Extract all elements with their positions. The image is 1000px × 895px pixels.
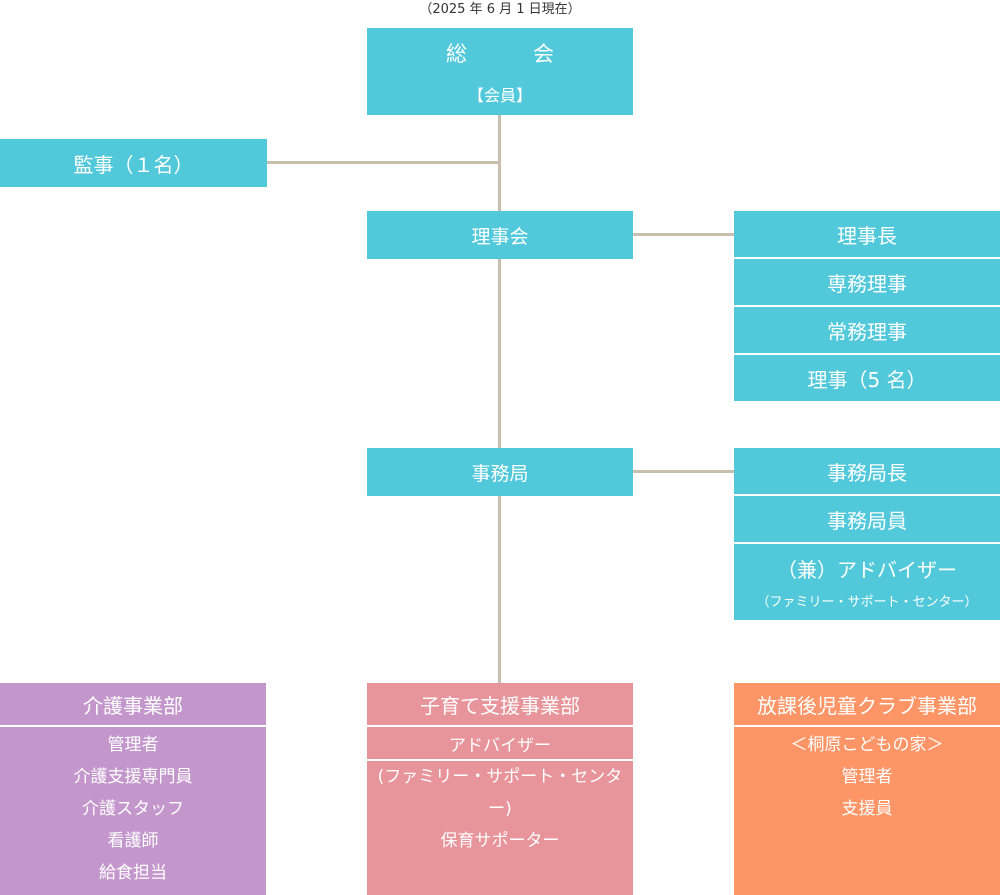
afterschool-department: 放課後児童クラブ事業部 ＜桐原こどもの家＞ 管理者 支援員 xyxy=(734,683,1000,895)
care-department: 介護事業部 管理者 介護支援専門員 介護スタッフ 看護師 給食担当 xyxy=(0,683,266,895)
general-assembly-title-char-1: 総 xyxy=(446,41,467,66)
officer-chairman: 理事長 xyxy=(734,211,1000,257)
list-item: 看護師 xyxy=(107,831,159,851)
general-assembly-box: 総会 【会員】 xyxy=(367,28,633,115)
staff-advisor-label: （兼）アドバイザー xyxy=(777,558,957,582)
connector-staff xyxy=(633,470,734,473)
staff-advisor-sub: （ファミリー・サポート・センター） xyxy=(756,595,978,610)
list-item: 保育サポーター xyxy=(440,831,560,851)
care-department-title: 介護事業部 xyxy=(83,693,183,718)
list-item: 管理者 xyxy=(841,767,893,787)
afterschool-department-divider xyxy=(734,725,1000,727)
list-item: 支援員 xyxy=(841,799,893,819)
list-item: (ファミリー・サポート・センター) xyxy=(377,767,623,819)
list-item: 介護スタッフ xyxy=(82,799,184,819)
childcare-department-items: (ファミリー・サポート・センター) 保育サポーター xyxy=(367,761,633,857)
officer-managing-director: 常務理事 xyxy=(734,307,1000,353)
childcare-department-advisor: アドバイザー xyxy=(449,735,551,756)
list-item: ＜桐原こどもの家＞ xyxy=(790,735,944,755)
connector-kanji xyxy=(267,161,500,164)
afterschool-department-items: ＜桐原こどもの家＞ 管理者 支援員 xyxy=(734,727,1000,825)
officers-stack: 理事長 専務理事 常務理事 理事（5 名） xyxy=(734,211,1000,401)
afterschool-department-title: 放課後児童クラブ事業部 xyxy=(757,693,977,718)
list-item: 介護支援専門員 xyxy=(73,767,193,787)
general-assembly-title: 総会 xyxy=(446,38,554,68)
staff-secretary-general: 事務局長 xyxy=(734,448,1000,494)
officer-directors: 理事（5 名） xyxy=(734,355,1000,401)
secretariat-box: 事務局 xyxy=(367,448,633,496)
date-note: （2025 年 6 月 1 日現在） xyxy=(419,2,581,17)
secretariat-staff-stack: 事務局長 事務局員 （兼）アドバイザー （ファミリー・サポート・センター） xyxy=(734,448,1000,620)
officer-executive-director: 専務理事 xyxy=(734,259,1000,305)
care-department-divider xyxy=(0,725,266,727)
list-item: 管理者 xyxy=(107,735,159,755)
childcare-department-title: 子育て支援事業部 xyxy=(420,693,580,718)
connector-officers xyxy=(633,233,734,236)
auditor-box: 監事（１名） xyxy=(0,139,267,187)
board-box: 理事会 xyxy=(367,211,633,259)
staff-advisor: （兼）アドバイザー （ファミリー・サポート・センター） xyxy=(734,544,1000,620)
general-assembly-title-char-2: 会 xyxy=(533,41,554,66)
childcare-department: 子育て支援事業部 アドバイザー (ファミリー・サポート・センター) 保育サポータ… xyxy=(367,683,633,895)
staff-secretariat-member: 事務局員 xyxy=(734,496,1000,542)
connector-main-lower xyxy=(498,496,501,683)
list-item: 給食担当 xyxy=(99,863,167,883)
general-assembly-sub: 【会員】 xyxy=(467,85,532,105)
care-department-items: 管理者 介護支援専門員 介護スタッフ 看護師 給食担当 xyxy=(0,727,266,889)
childcare-department-divider xyxy=(367,725,633,727)
childcare-department-divider-2 xyxy=(367,759,633,761)
connector-main-middle xyxy=(498,259,501,448)
